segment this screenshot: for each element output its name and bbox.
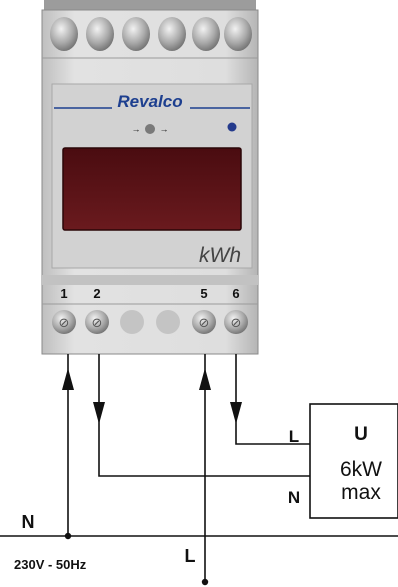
- lcd-display: [62, 147, 242, 231]
- bottom-terminal-screws: ⊘ ⊘ ⊘ ⊘: [52, 310, 248, 334]
- bottom-screw: [192, 310, 216, 334]
- supply-neutral-label: N: [22, 512, 35, 532]
- wire-neutral-out: [98, 354, 310, 477]
- terminal-label-2: 2: [93, 286, 100, 301]
- load-title: U: [354, 424, 368, 445]
- unit-label: kWh: [199, 244, 241, 267]
- screw-slot-icon: ⊘: [92, 316, 103, 331]
- top-screw: [86, 17, 114, 51]
- energy-meter: Revalco → → kWh 1 2 5 6 ⊘ ⊘ ⊘ ⊘: [41, 0, 259, 355]
- bottom-screw-blank: [120, 310, 144, 334]
- wire-line-out: [235, 354, 310, 445]
- top-screw: [50, 17, 78, 51]
- bottom-screw-blank: [156, 310, 180, 334]
- top-screw: [192, 17, 220, 51]
- terminal-strip-top: [42, 275, 258, 285]
- top-screw: [122, 17, 150, 51]
- svg-text:→: →: [160, 124, 169, 134]
- arrow-up-icon: [62, 368, 74, 390]
- load-box: U 6kW max: [309, 403, 398, 519]
- bottom-screw: [85, 310, 109, 334]
- status-led: [227, 122, 237, 132]
- load-rating: 6kW: [340, 458, 382, 481]
- arrow-down-icon: [230, 402, 242, 424]
- load-box-frame: [309, 403, 398, 519]
- flow-arrows: [62, 368, 242, 424]
- load-line-label: L: [289, 427, 299, 446]
- top-screw: [224, 17, 252, 51]
- terminal-label-5: 5: [200, 286, 207, 301]
- svg-text:→: →: [132, 124, 141, 134]
- arrow-down-icon: [93, 402, 105, 424]
- load-neutral-label: N: [288, 488, 300, 507]
- supply-line-label: L: [185, 546, 196, 566]
- screw-slot-icon: ⊘: [59, 316, 70, 331]
- arrow-up-icon: [199, 368, 211, 390]
- supply-spec: 230V - 50Hz: [14, 557, 87, 572]
- bottom-screw: [52, 310, 76, 334]
- top-terminal-screws: [50, 17, 252, 51]
- screw-slot-icon: ⊘: [231, 316, 242, 331]
- line-junction-dot: [201, 578, 209, 586]
- bottom-screw: [224, 310, 248, 334]
- load-rating-note: max: [341, 481, 381, 504]
- terminal-label-6: 6: [232, 286, 239, 301]
- brand-logo: Revalco: [117, 92, 182, 111]
- neutral-junction-dot: [64, 532, 72, 540]
- terminal-label-1: 1: [60, 286, 67, 301]
- top-screw: [158, 17, 186, 51]
- pulse-led-icon: → →: [132, 124, 169, 134]
- screw-slot-icon: ⊘: [199, 316, 210, 331]
